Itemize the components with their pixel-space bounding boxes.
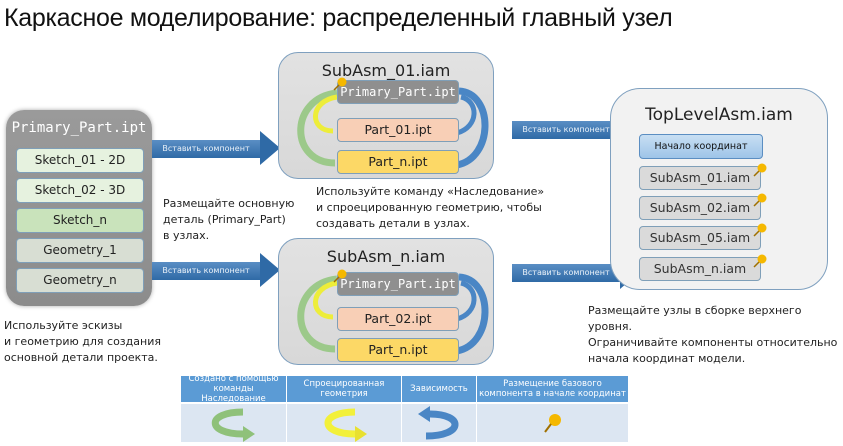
geometry-n-item: Geometry_n [16, 268, 144, 293]
green-curved-arrow-icon [211, 408, 255, 442]
note-middle: Используйте команду «Наследование»и спро… [316, 185, 545, 230]
model-origin-box: Начало координат модели [639, 134, 763, 175]
subasm-01-title: SubAsm_01.iam [321, 61, 451, 80]
legend-header-inherit: Создано с помощью команды Наследование [181, 374, 287, 404]
yellow-curved-arrow-icon [324, 408, 367, 442]
subasm-02-item: SubAsm_02.iam [639, 196, 761, 220]
legend-cell-dependency [402, 404, 477, 442]
primary-part-item: Primary_Part.ipt [337, 272, 459, 296]
arrow-label: Вставить компонент [162, 266, 250, 275]
arrow-label: Вставить компонент [522, 125, 610, 134]
blue-curved-arrow-icon [418, 406, 459, 440]
primary-part-panel: Primary_Part.ipt Sketch_01 - 2D Sketch_0… [6, 110, 152, 306]
legend-cell-grounded [477, 404, 629, 442]
relationship-arrows [297, 87, 489, 169]
part-02-item: Part_02.ipt [337, 307, 459, 331]
note-right: Размещайте узлы в сборке верхнего уровня… [588, 304, 838, 365]
top-level-assembly-panel: TopLevelAsm.iam Начало координат модели … [610, 88, 828, 290]
subasm-01-panel: SubAsm_01.iam Primary_Part.ipt Part_01.i… [278, 52, 494, 179]
sketch-01-item: Sketch_01 - 2D [16, 148, 144, 173]
subasm-n-panel: SubAsm_n.iam Primary_Part.ipt Part_02.ip… [278, 238, 494, 365]
legend-header-grounded: Размещение базового компонента в начале … [477, 376, 629, 402]
top-level-title: TopLevelAsm.iam [645, 105, 793, 125]
legend-cell-projected [287, 404, 402, 442]
sketch-02-item: Sketch_02 - 3D [16, 178, 144, 203]
part-01-item: Part_01.ipt [337, 118, 459, 142]
subasm-05-item: SubAsm_05.iam [639, 226, 761, 250]
arrow-label: Вставить компонент [162, 144, 250, 153]
pushpin-icon [544, 414, 561, 433]
page-title: Каркасное моделирование: распределенный … [4, 4, 673, 32]
insert-component-arrow-1: Вставить компонент [152, 131, 280, 165]
legend-table: Создано с помощью команды Наследование С… [181, 374, 629, 442]
arrow-label: Вставить компонент [522, 268, 610, 277]
legend-cell-inherit [181, 404, 287, 442]
part-n-item: Part_n.ipt [337, 150, 459, 174]
geometry-1-item: Geometry_1 [16, 238, 144, 263]
pushpin-icon [333, 77, 347, 91]
subasm-01-item: SubAsm_01.iam [639, 166, 761, 190]
part-n-item: Part_n.ipt [337, 338, 459, 362]
pushpin-icon [753, 223, 767, 237]
insert-component-arrow-2: Вставить компонент [152, 253, 280, 287]
legend-header-projected: Спроецированная геометрия [287, 376, 402, 402]
pushpin-icon [753, 163, 767, 177]
sketch-n-item: Sketch_n [16, 208, 144, 233]
legend-header-dependency: Зависимость [402, 376, 477, 402]
primary-part-item: Primary_Part.ipt [337, 80, 459, 104]
primary-part-title: Primary_Part.ipt [11, 120, 147, 136]
pushpin-icon [333, 269, 347, 283]
subasm-n-title: SubAsm_n.iam [326, 247, 446, 266]
relationship-arrows [297, 273, 489, 355]
pushpin-icon [753, 193, 767, 207]
pushpin-icon [753, 254, 767, 268]
subasm-n-item: SubAsm_n.iam [639, 257, 761, 281]
